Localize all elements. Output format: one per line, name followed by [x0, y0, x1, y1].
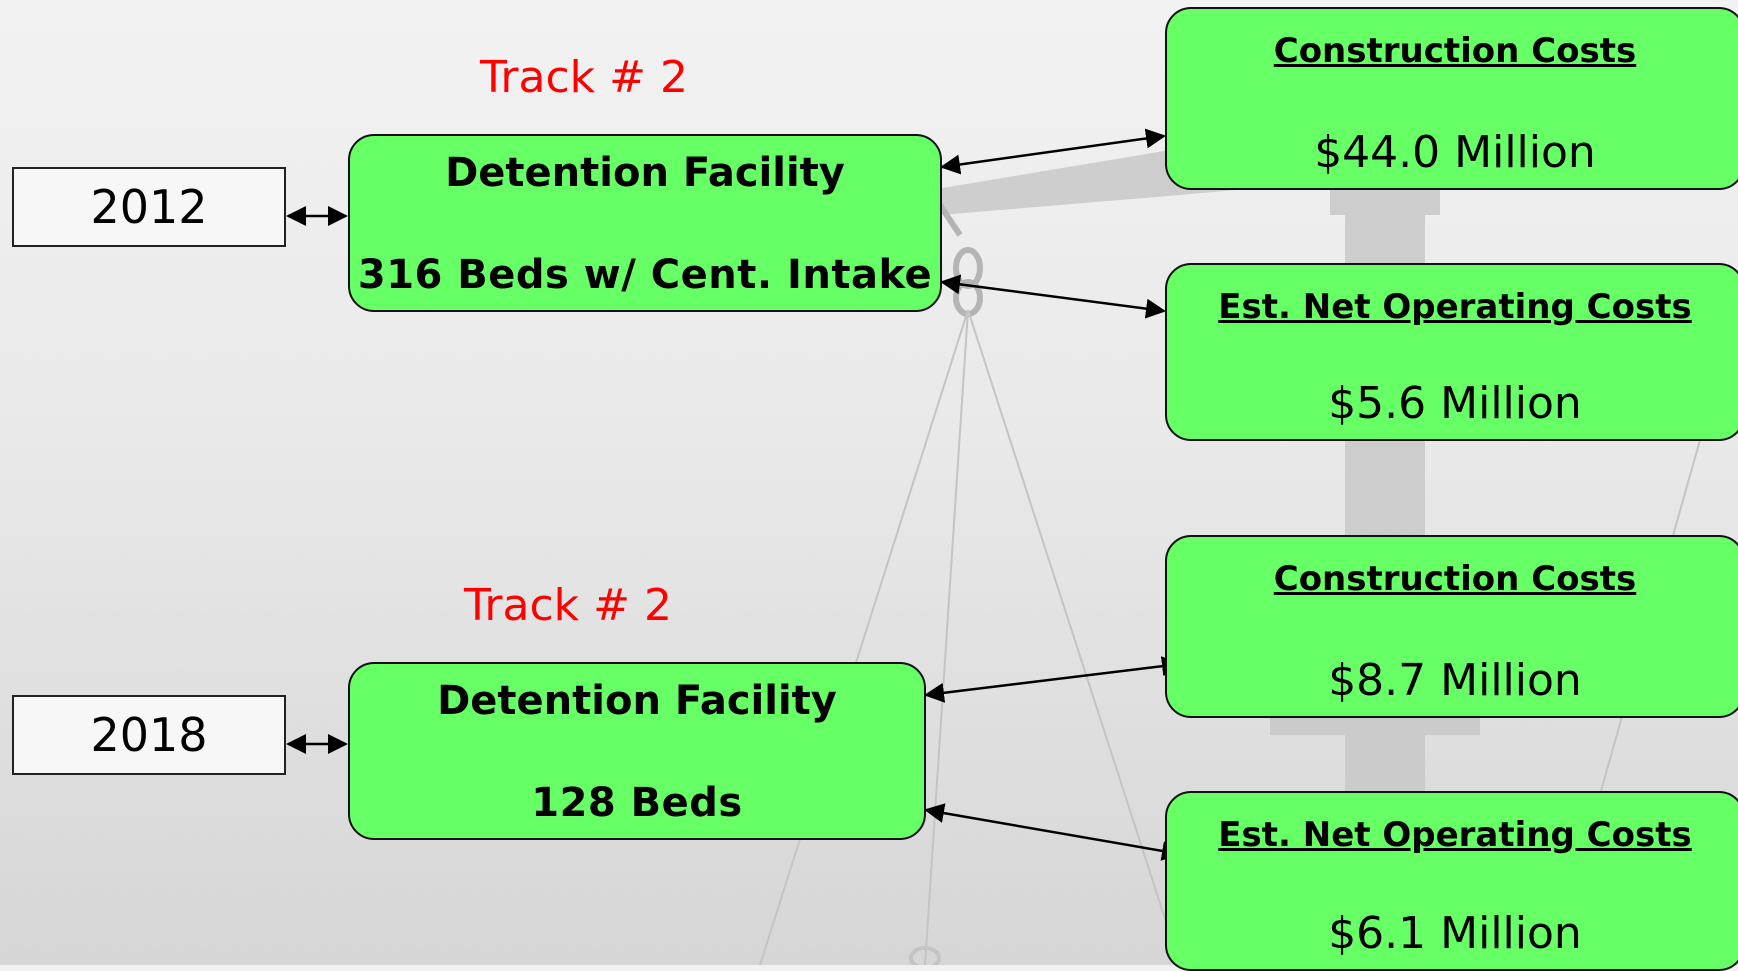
facility-title: Detention Facility	[445, 150, 845, 196]
arrow-2012-facility-operating	[940, 274, 1166, 319]
construction-costs-value: $44.0 Million	[1314, 127, 1596, 178]
track-label: Track # 2	[464, 580, 672, 631]
year-label: 2012	[90, 180, 208, 234]
construction-costs-box-2012: Construction Costs $44.0 Million	[1165, 7, 1738, 190]
operating-costs-box-2012: Est. Net Operating Costs $5.6 Million	[1165, 263, 1738, 441]
arrow-2018-facility-operating	[924, 803, 1182, 861]
year-box-2018: 2018	[12, 695, 286, 775]
year-box-2012: 2012	[12, 167, 286, 247]
operating-costs-title: Est. Net Operating Costs	[1218, 815, 1692, 855]
facility-detail: 316 Beds w/ Cent. Intake	[357, 252, 933, 298]
detention-facility-box-2018: Detention Facility 128 Beds	[348, 662, 926, 840]
operating-costs-value: $5.6 Million	[1328, 378, 1582, 429]
construction-costs-value: $8.7 Million	[1328, 655, 1582, 706]
construction-costs-title: Construction Costs	[1273, 31, 1637, 71]
construction-costs-title: Construction Costs	[1273, 559, 1637, 599]
facility-detail: 128 Beds	[531, 780, 743, 826]
construction-costs-box-2018: Construction Costs $8.7 Million	[1165, 535, 1738, 718]
detention-facility-box-2012: Detention Facility 316 Beds w/ Cent. Int…	[348, 134, 942, 312]
facility-title: Detention Facility	[437, 678, 837, 724]
operating-costs-box-2018: Est. Net Operating Costs $6.1 Million	[1165, 791, 1738, 971]
operating-costs-value: $6.1 Million	[1328, 908, 1582, 959]
track-label: Track # 2	[480, 52, 688, 103]
arrow-2012-facility-construction	[940, 128, 1166, 175]
operating-costs-title: Est. Net Operating Costs	[1218, 287, 1692, 327]
arrow-2018-facility-construction	[924, 656, 1182, 703]
year-label: 2018	[90, 708, 208, 762]
